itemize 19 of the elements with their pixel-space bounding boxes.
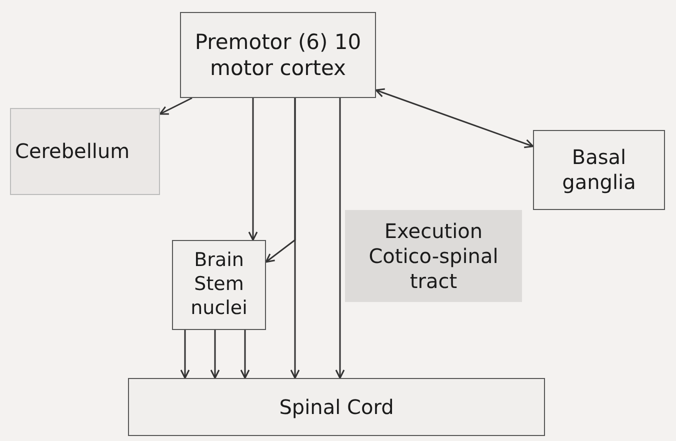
- process-box: [128, 378, 545, 436]
- process-box: [10, 108, 160, 195]
- arrow: [335, 98, 345, 379]
- box-label: Brain Stem nuclei: [190, 249, 248, 321]
- box-label: Basal ganglia: [561, 145, 637, 195]
- box-label: Spinal Cord: [279, 394, 394, 420]
- arrow: [210, 330, 220, 379]
- box-label: Premotor (6) 10 motor cortex: [194, 28, 362, 82]
- box-label: Cerebellum: [15, 139, 130, 164]
- arrow: [375, 88, 534, 148]
- box-label: Execution Cotico-spinal tract: [368, 218, 500, 294]
- arrow: [248, 98, 258, 241]
- arrow: [180, 330, 190, 379]
- process-box: [172, 240, 266, 330]
- process-box: [533, 130, 665, 210]
- process-box: [180, 12, 376, 98]
- arrow: [240, 330, 250, 379]
- arrow: [290, 98, 300, 379]
- arrow: [159, 97, 192, 115]
